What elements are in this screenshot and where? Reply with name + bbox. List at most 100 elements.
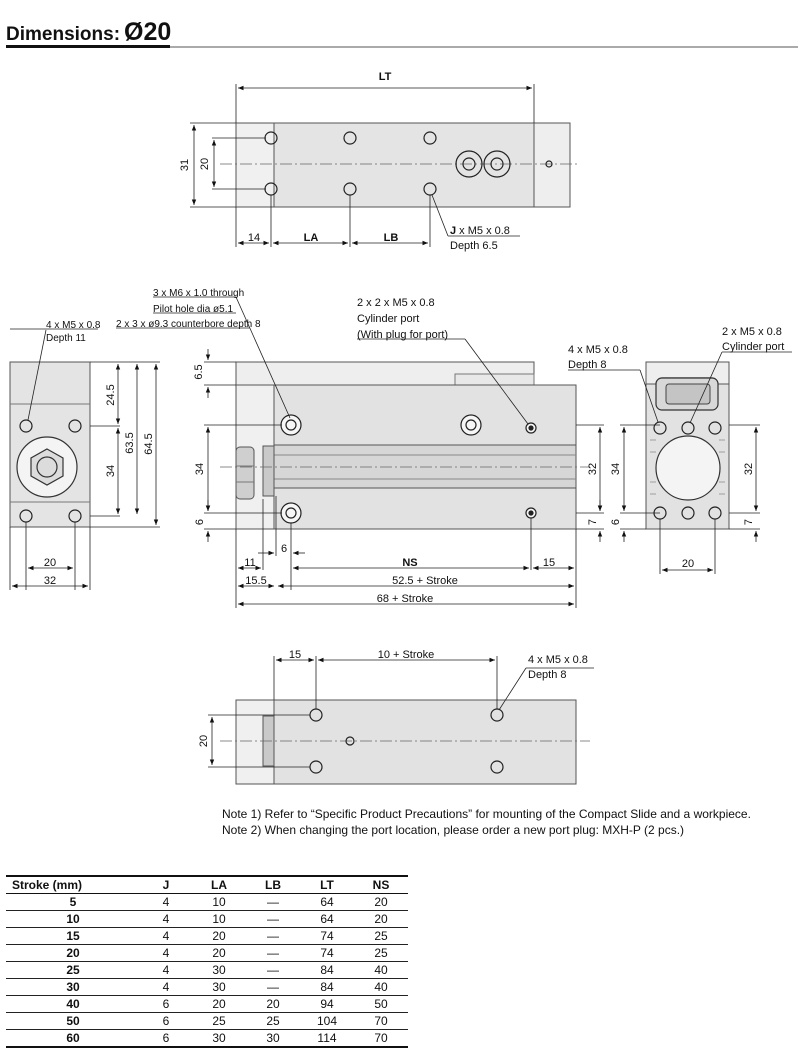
dim-lt-label: LT — [379, 71, 392, 83]
table-cell: 20 — [6, 944, 140, 962]
bottom-callout-2: Depth 8 — [528, 669, 567, 681]
table-cell: 6 — [140, 995, 192, 1013]
table-cell: 4 — [140, 944, 192, 962]
dim-32-label: 32 — [587, 463, 599, 475]
dim-24-5-label: 24.5 — [105, 384, 117, 405]
dim-6b-label: 6 — [281, 543, 287, 555]
dim-15-label: 15 — [543, 557, 555, 569]
page-title: Dimensions: Ø20 — [6, 18, 171, 47]
right-callout-2: Depth 8 — [568, 359, 607, 371]
table-cell: 6 — [140, 1029, 192, 1048]
bottom-view: 15 10 + Stroke 4 x M5 x 0.8 Depth 8 20 — [198, 649, 594, 785]
table-cell: 20 — [192, 927, 246, 945]
table-cell: 114 — [300, 1029, 354, 1048]
table-cell: 20 — [192, 944, 246, 962]
title-rule — [6, 45, 170, 48]
table-cell: 20 — [192, 995, 246, 1013]
header-stroke: Stroke (mm) — [6, 875, 140, 894]
dim-32-label: 32 — [44, 575, 56, 587]
dim-ns-label: NS — [402, 557, 417, 569]
header-rule — [170, 46, 798, 48]
table-cell: 10 — [192, 910, 246, 928]
table-cell: 84 — [300, 961, 354, 979]
right-callout-1: 4 x M5 x 0.8 — [568, 344, 628, 356]
table-cell: 40 — [6, 995, 140, 1013]
table-cell: — — [246, 927, 300, 945]
port-callout-1: 2 x 2 x M5 x 0.8 — [357, 297, 435, 309]
table-cell: 4 — [140, 927, 192, 945]
left-callout-1: 4 x M5 x 0.8 — [46, 320, 101, 331]
port-callout-3: (With plug for port) — [357, 329, 448, 341]
table-cell: 94 — [300, 995, 354, 1013]
header-j: J — [140, 875, 192, 894]
table-cell: 30 — [246, 1029, 300, 1048]
port-hole-inner — [462, 157, 476, 171]
table-cell: — — [246, 944, 300, 962]
table-cell: 70 — [354, 1029, 408, 1048]
side-view: 3 x M6 x 1.0 through Pilot hole dia ø5.1… — [116, 288, 604, 608]
bottom-view-body — [273, 699, 577, 785]
dim-lb-label: LB — [384, 232, 399, 244]
table-cell: 25 — [192, 1012, 246, 1030]
side-callout-3: 2 x 3 x ø9.3 counterbore depth 8 — [116, 319, 261, 330]
table-cell: 70 — [354, 1012, 408, 1030]
table-cell: 64 — [300, 910, 354, 928]
right-port-1: 2 x M5 x 0.8 — [722, 326, 782, 338]
table-cell: 74 — [300, 944, 354, 962]
right-port-2: Cylinder port — [722, 341, 784, 353]
title-prefix: Dimensions: — [6, 24, 121, 45]
table-cell: — — [246, 978, 300, 996]
table-cell: — — [246, 910, 300, 928]
table-cell: 4 — [140, 893, 192, 911]
table-cell: 20 — [246, 995, 300, 1013]
dim-la-label: LA — [304, 232, 319, 244]
port-hole-inner — [490, 157, 504, 171]
header-ns: NS — [354, 875, 408, 894]
section-header: Dimensions: Ø20 — [6, 18, 798, 50]
top-view-body — [235, 122, 535, 208]
table-cell: 20 — [354, 893, 408, 911]
dim-6-label: 6 — [194, 519, 206, 525]
table-cell: 30 — [192, 961, 246, 979]
note-1: Note 1) Refer to “Specific Product Preca… — [222, 807, 751, 821]
dim-68-label: 68 + Stroke — [377, 593, 434, 605]
table-cell: 10 — [6, 910, 140, 928]
table-cell: 25 — [246, 1012, 300, 1030]
dim-64-5-label: 64.5 — [143, 433, 155, 454]
table-cell: 4 — [140, 910, 192, 928]
table-cell: 50 — [6, 1012, 140, 1030]
table-cell: 84 — [300, 978, 354, 996]
dim-20-label: 20 — [198, 735, 210, 747]
table-cell: 4 — [140, 961, 192, 979]
header-la: LA — [192, 875, 246, 894]
port-hole — [483, 150, 511, 178]
dim-11-label: 11 — [244, 557, 255, 569]
table-cell: 74 — [300, 927, 354, 945]
bottom-callout-1: 4 x M5 x 0.8 — [528, 654, 588, 666]
table-cell: 25 — [6, 961, 140, 979]
rod-end — [235, 446, 255, 500]
dim-7-label: 7 — [587, 519, 599, 525]
table-cell: — — [246, 893, 300, 911]
table-cell: 64 — [300, 893, 354, 911]
table-cell: 25 — [354, 944, 408, 962]
right-end-view: 4 x M5 x 0.8 Depth 8 2 x M5 x 0.8 Cylind… — [568, 326, 792, 574]
table-cell: 5 — [6, 893, 140, 911]
dim-10-label: 10 + Stroke — [378, 649, 435, 661]
table-cell: — — [246, 961, 300, 979]
dim-15-5-label: 15.5 — [245, 575, 266, 587]
table-cell: 25 — [354, 927, 408, 945]
tapped-hole — [68, 419, 82, 433]
tapped-hole — [19, 419, 33, 433]
side-callout-2: Pilot hole dia ø5.1 — [153, 304, 233, 315]
table-cell: 4 — [140, 978, 192, 996]
dim-6-5-label: 6.5 — [193, 364, 205, 379]
table-cell: 30 — [6, 978, 140, 996]
